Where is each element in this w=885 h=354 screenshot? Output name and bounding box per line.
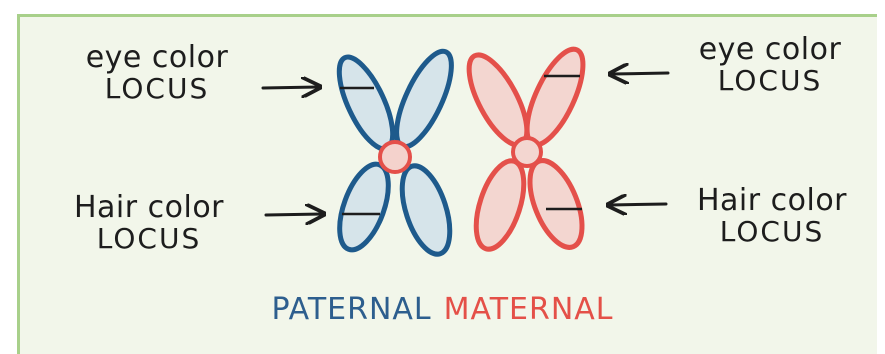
maternal-chromosome bbox=[458, 42, 594, 255]
diagram-caption: PATERNAL MATERNAL bbox=[0, 292, 885, 327]
paternal-eye-locus-label: eye color LOCUS bbox=[62, 42, 252, 103]
caption-paternal: PATERNAL bbox=[271, 292, 431, 327]
maternal-centromere bbox=[513, 138, 541, 166]
paternal-arm-upper-right bbox=[386, 44, 463, 153]
maternal-arm-lower-left bbox=[467, 155, 533, 255]
caption-maternal: MATERNAL bbox=[444, 292, 614, 327]
locus-arrows bbox=[263, 73, 668, 215]
paternal-centromere bbox=[380, 142, 410, 172]
paternal-arm-upper-left bbox=[329, 50, 404, 156]
paternal-hair-label-line1: Hair color bbox=[44, 192, 254, 224]
paternal-hair-label-line2: LOCUS bbox=[44, 224, 254, 253]
maternal-hair-locus-label: Hair color LOCUS bbox=[666, 185, 878, 246]
arrow-maternal-eye bbox=[612, 73, 668, 74]
maternal-arm-lower-right bbox=[519, 153, 592, 254]
maternal-hair-label-line2: LOCUS bbox=[666, 217, 878, 246]
paternal-arm-lower-right bbox=[393, 160, 459, 260]
paternal-arm-lower-left bbox=[330, 158, 398, 256]
arrow-paternal-eye bbox=[263, 87, 318, 88]
paternal-eye-label-line1: eye color bbox=[62, 42, 252, 74]
maternal-eye-label-line2: LOCUS bbox=[672, 66, 868, 95]
maternal-eye-locus-label: eye color LOCUS bbox=[672, 34, 868, 95]
paternal-hair-locus-label: Hair color LOCUS bbox=[44, 192, 254, 253]
paternal-chromosome bbox=[329, 44, 463, 260]
maternal-hair-label-line1: Hair color bbox=[666, 185, 878, 217]
arrow-paternal-hair bbox=[266, 214, 322, 215]
arrow-maternal-hair bbox=[610, 204, 666, 205]
maternal-arm-upper-right bbox=[516, 42, 594, 152]
maternal-eye-label-line1: eye color bbox=[672, 34, 868, 66]
paternal-eye-label-line2: LOCUS bbox=[62, 74, 252, 103]
